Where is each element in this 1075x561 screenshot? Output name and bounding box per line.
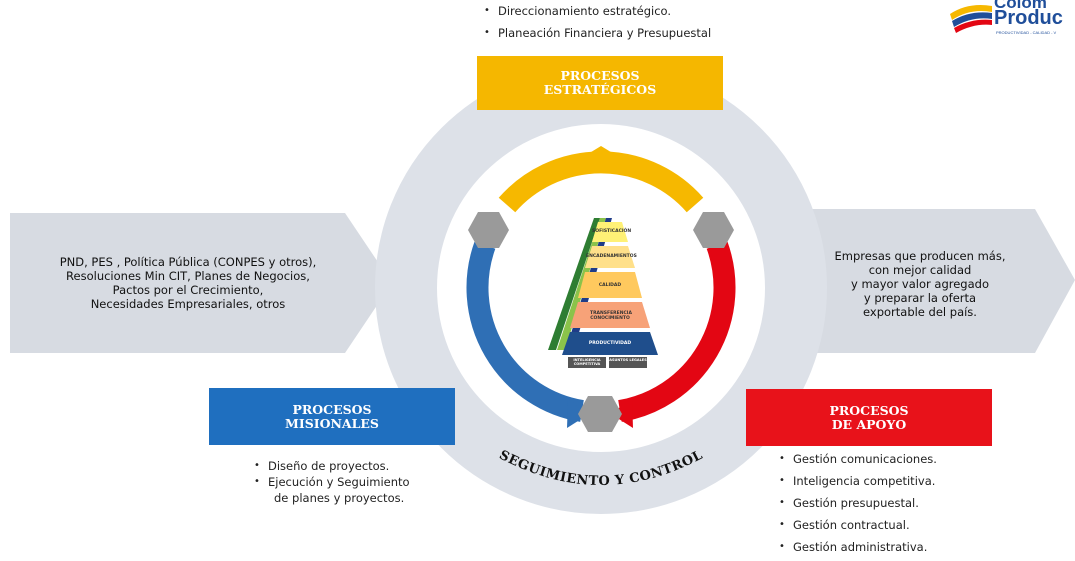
- missional-title-line2: MISIONALES: [285, 415, 379, 431]
- strategic-bullets: Direccionamiento estratégico. Planeación…: [480, 0, 711, 44]
- list-item: Diseño de proyectos.: [250, 458, 410, 474]
- outputs-line: y preparar la oferta: [863, 291, 977, 305]
- strategic-title-line1: PROCESOS: [560, 68, 640, 83]
- outputs-text: Empresas que producen más, con mejor cal…: [800, 249, 1040, 319]
- inputs-text: PND, PES , Política Pública (CONPES y ot…: [18, 255, 358, 311]
- list-item: Ejecución y Seguimiento: [250, 474, 410, 490]
- missional-arc: [466, 241, 584, 422]
- logo: Colom Produc PRODUCTIVIDAD - CALIDAD - V: [948, 0, 1075, 38]
- pyramid-level-2: ENCADENAMIENTOS: [586, 254, 637, 259]
- inputs-line: Pactos por el Crecimiento,: [112, 283, 264, 297]
- logo-swoosh-icon: [950, 5, 992, 33]
- list-item: Gestión presupuestal.: [775, 492, 937, 514]
- list-item: Gestión comunicaciones.: [775, 448, 937, 470]
- list-item: Inteligencia competitiva.: [775, 470, 937, 492]
- pyramid-level-1: SOFISTICACIÓN: [592, 229, 632, 234]
- missional-processes-box: PROCESOS MISIONALES: [209, 388, 455, 445]
- list-item: Direccionamiento estratégico.: [480, 0, 711, 22]
- missional-bullets: Diseño de proyectos. Ejecución y Seguimi…: [250, 458, 410, 506]
- pyramid-graphic: [548, 218, 658, 368]
- pyramid-level-3: CALIDAD: [598, 283, 622, 288]
- inputs-line: PND, PES , Política Pública (CONPES y ot…: [59, 255, 317, 269]
- support-title-line2: DE APOYO: [831, 416, 907, 432]
- inputs-arrow: [10, 213, 392, 353]
- outputs-line: y mayor valor agregado: [851, 277, 989, 291]
- strategic-title-line2: ESTRATÉGICOS: [543, 82, 657, 97]
- support-title-line1: PROCESOS: [829, 402, 909, 418]
- list-item: de planes y proyectos.: [274, 491, 405, 505]
- list-item: Planeación Financiera y Presupuestal: [480, 22, 711, 44]
- strategic-arc: [498, 151, 704, 213]
- list-item: Gestión administrativa.: [775, 536, 937, 558]
- outputs-arrow: [780, 209, 1075, 353]
- support-arc: [618, 241, 736, 422]
- support-bullets: Gestión comunicaciones. Inteligencia com…: [775, 448, 937, 558]
- pyramid-base-2: ASUNTOS LEGALES: [609, 358, 647, 362]
- inputs-line: Resoluciones Min CIT, Planes de Negocios…: [66, 269, 310, 283]
- logo-line1: Colom: [994, 0, 1047, 12]
- pyramid-level-5: PRODUCTIVIDAD: [588, 341, 632, 346]
- pyramid-level-4: TRANSFERENCIA CONOCIMIENTO: [590, 311, 632, 321]
- list-item: Gestión contractual.: [775, 514, 937, 536]
- strategic-processes-box: PROCESOS ESTRATÉGICOS: [477, 56, 723, 110]
- hex-left: [468, 212, 509, 248]
- logo-tagline: PRODUCTIVIDAD - CALIDAD - V: [996, 30, 1057, 35]
- pyramid-base-1: INTELIGENCIA COMPETITIVA: [573, 358, 601, 366]
- support-processes-box: PROCESOS DE APOYO: [746, 389, 992, 446]
- inputs-line: Necesidades Empresariales, otros: [90, 297, 286, 311]
- outputs-line: exportable del país.: [863, 305, 977, 319]
- logo-line2: Produc: [994, 7, 1063, 29]
- outputs-line: con mejor calidad: [868, 263, 972, 277]
- missional-title-line1: PROCESOS: [292, 401, 372, 417]
- outputs-line: Empresas que producen más,: [834, 249, 1006, 263]
- hex-right: [693, 212, 734, 248]
- hex-bottom: [578, 396, 622, 432]
